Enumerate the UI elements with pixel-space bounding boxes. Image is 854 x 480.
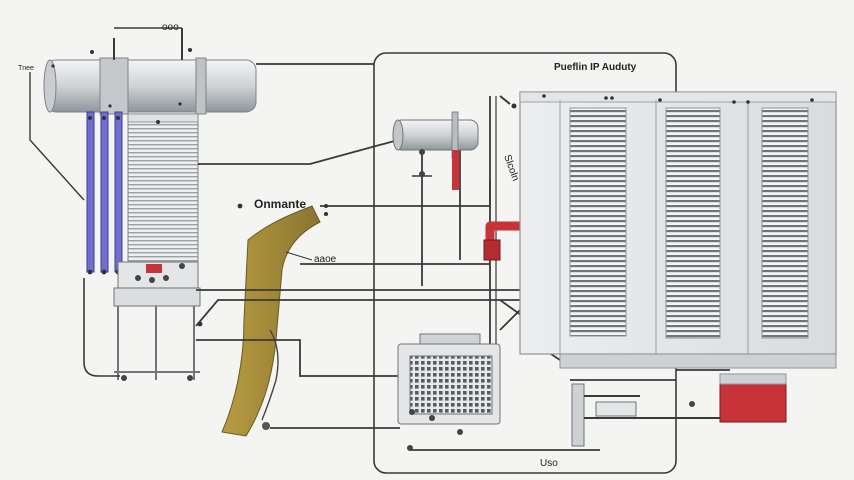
cabinet-unit [519, 91, 837, 369]
label-condensate: Onmante [254, 197, 306, 211]
radiator-fins [127, 113, 199, 273]
label-panel-title: Pueflin IP Auduty [554, 62, 637, 73]
label-belt: aaoe [314, 254, 337, 265]
base-frame [113, 287, 201, 307]
heater-cylinder [392, 111, 479, 190]
pipe-network [195, 63, 730, 451]
flex-duct [221, 205, 321, 437]
top-tank [45, 59, 257, 113]
label-bottom: Uso [540, 458, 558, 469]
grille-unit [397, 333, 501, 451]
label-vertical-pipe: Slcoln [501, 153, 521, 182]
louver-panel-2 [665, 107, 721, 339]
actuator-assembly [571, 373, 787, 447]
label-top: ooo [162, 22, 179, 33]
heat-tubes [86, 111, 123, 275]
louver-panel-3 [761, 107, 809, 339]
louver-panel-1 [569, 107, 627, 337]
cooler-unit [43, 27, 257, 381]
label-tank-side: Tnee [18, 65, 34, 72]
